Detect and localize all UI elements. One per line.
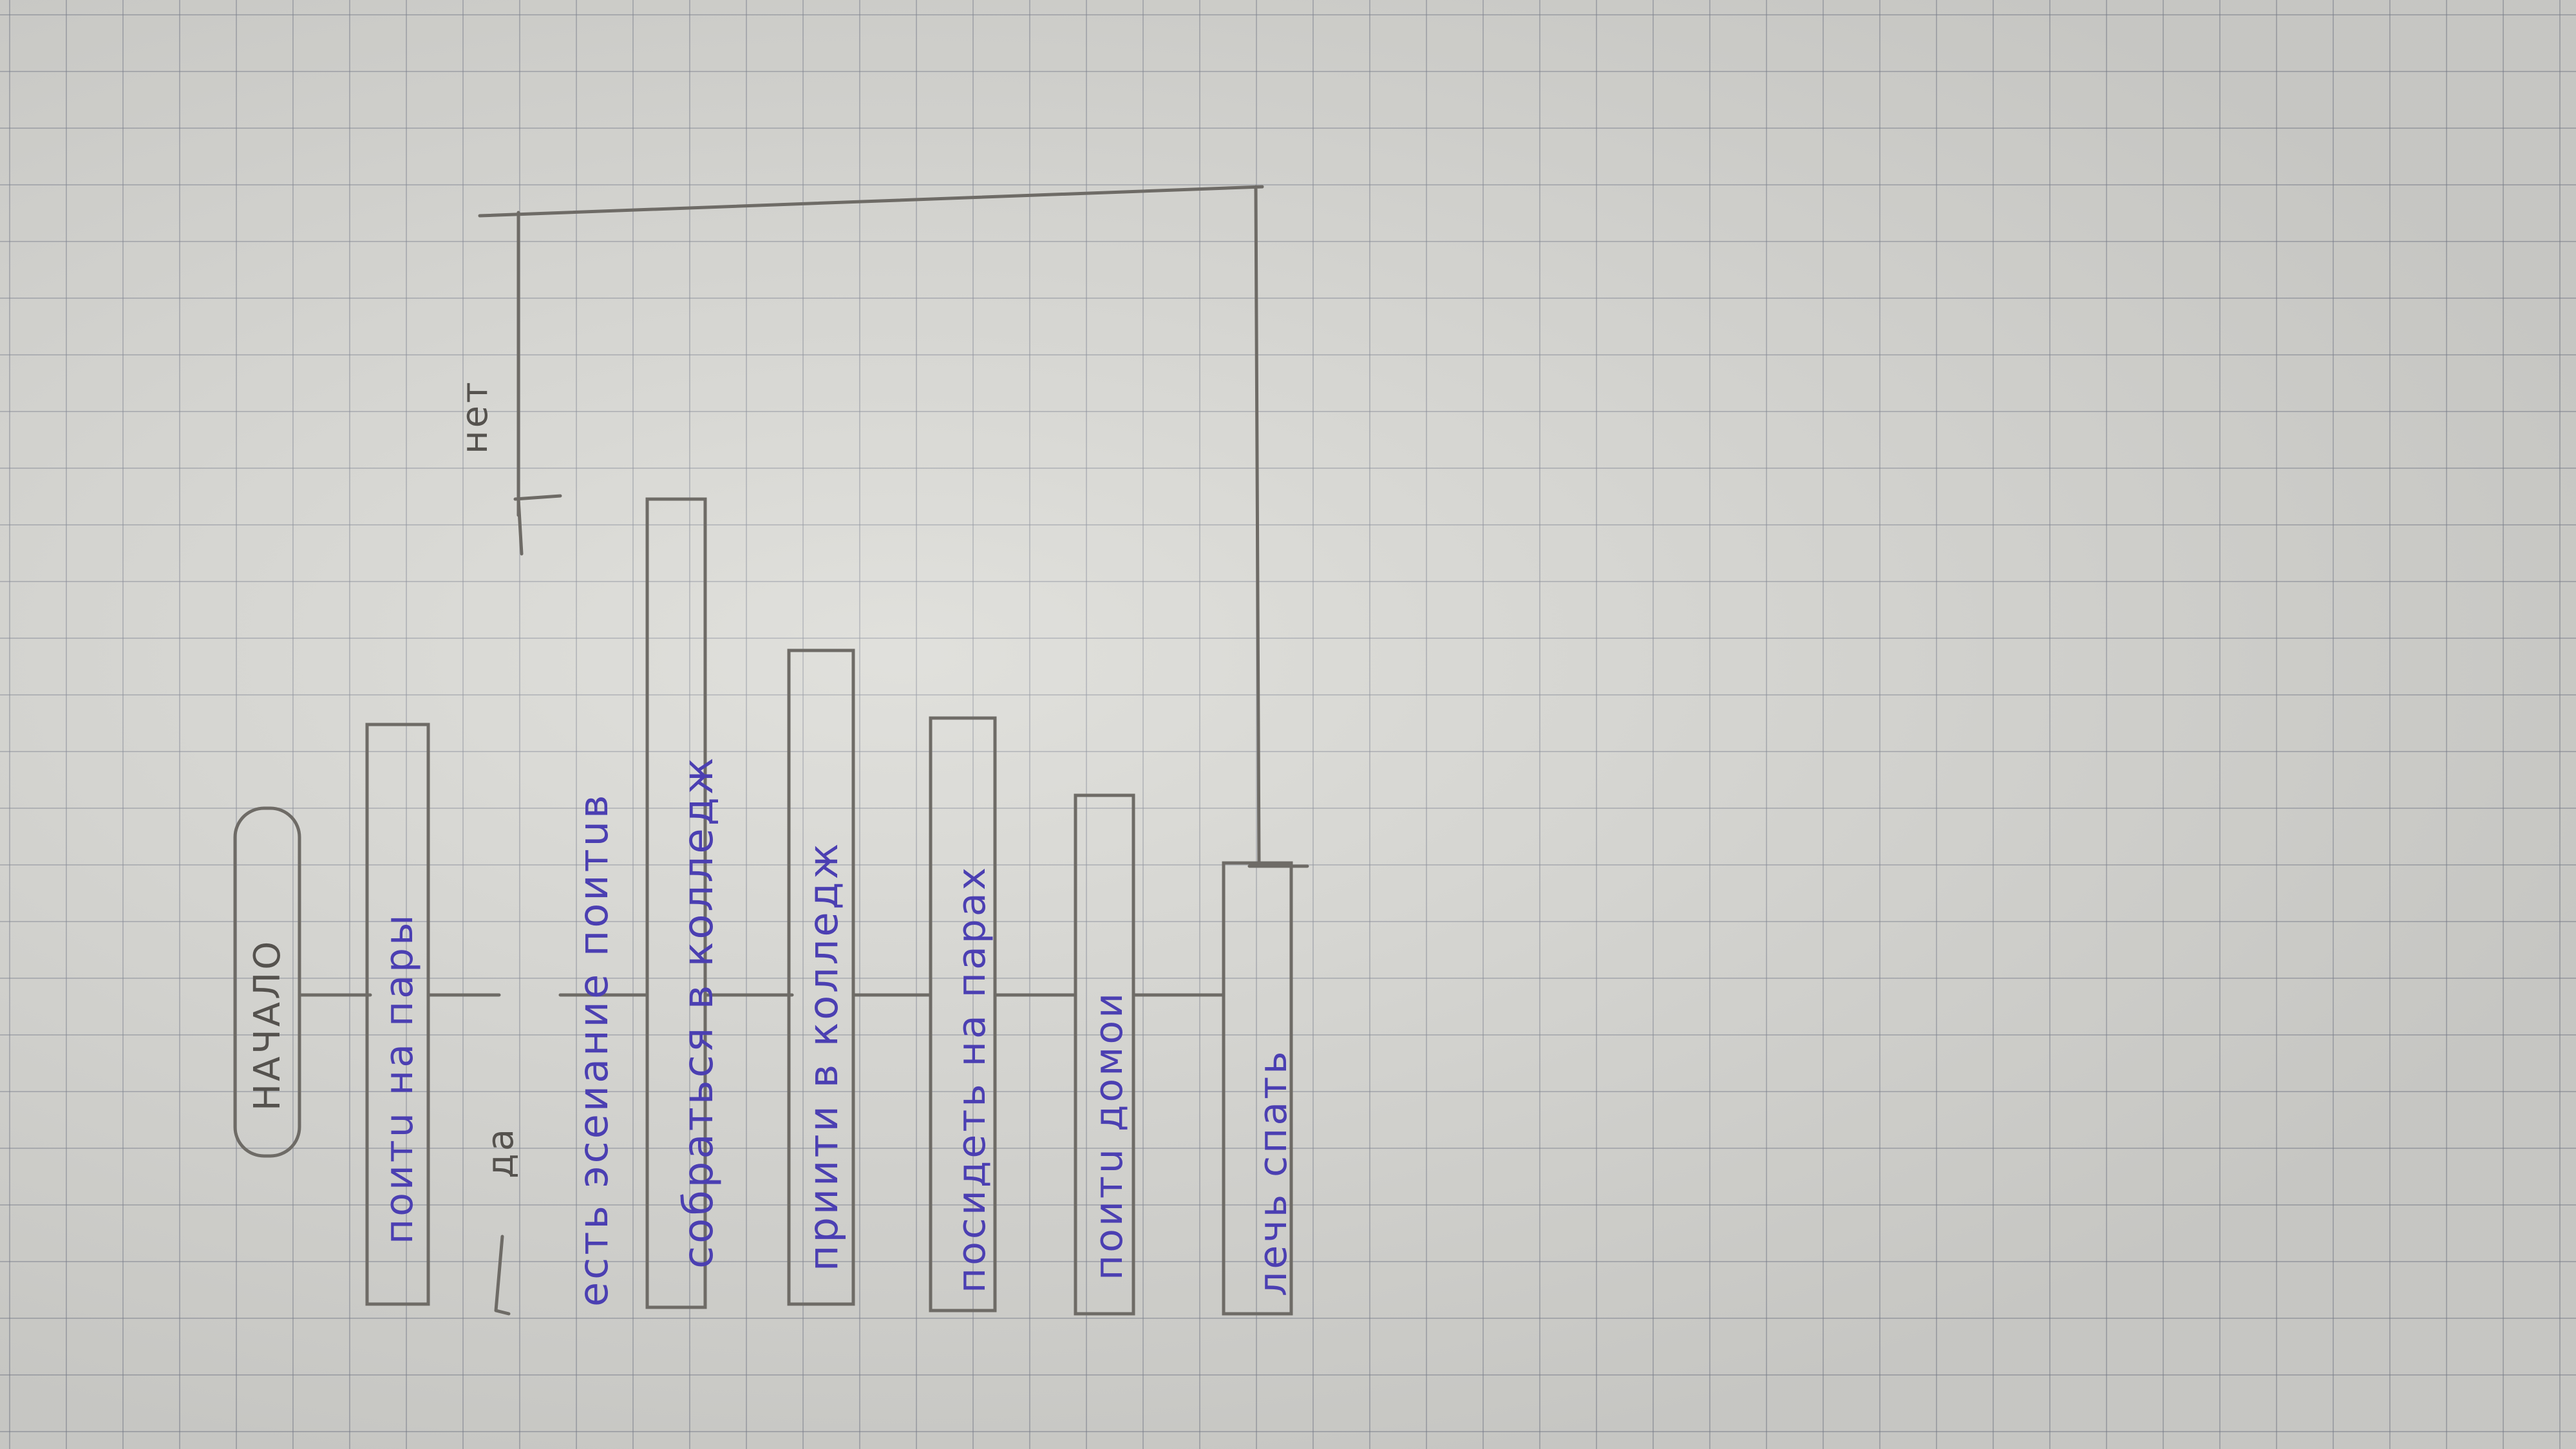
step-label-2: есть эсеиание поитuв [570,792,617,1307]
step-label-3: собраться в колледж [675,755,723,1269]
start-label: НАЧАЛО [247,938,289,1111]
step-box-6 [1074,793,1135,1316]
yes-label: да [480,1126,522,1179]
step-box-5 [929,716,997,1312]
step-label-7: лечь спать [1251,1048,1296,1296]
no-loop-line [478,185,1309,868]
step-box-4 [787,649,855,1306]
step-box-1 [365,723,430,1306]
step-label-4: приити в колледж [800,840,847,1271]
step-label-5: посидеть на парах [949,864,994,1293]
step-label-6: поитu домои [1086,990,1132,1280]
step-box-3 [645,497,707,1309]
no-label: нет [454,379,496,454]
start-terminal [233,806,301,1158]
step-label-1: поитu на пары [377,912,422,1244]
decision-shape [494,494,562,1316]
